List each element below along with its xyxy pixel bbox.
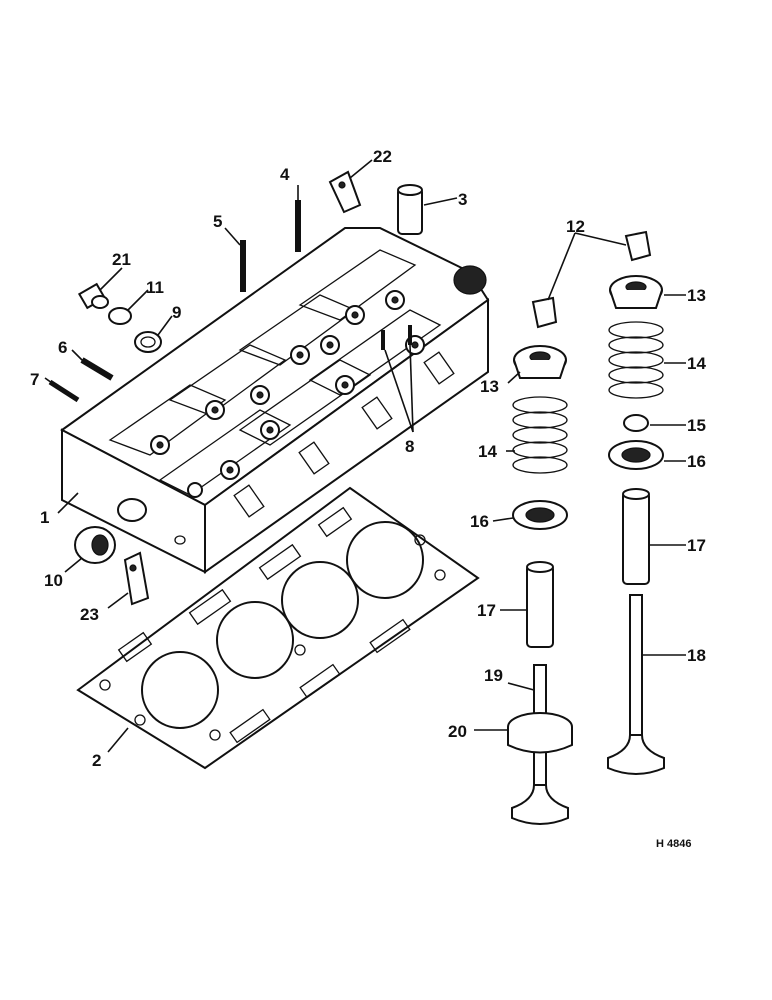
callout-16b: 16 [687,452,706,471]
callout-6: 6 [58,338,67,357]
callout-16a: 16 [470,512,489,531]
callout-8: 8 [405,437,414,456]
callout-2: 2 [92,751,101,770]
callout-7: 7 [30,370,39,389]
callout-14a: 14 [478,442,497,461]
callout-17a: 17 [477,601,496,620]
callout-21: 21 [112,250,131,269]
exhaust-valve-stack [607,230,665,775]
callout-12: 12 [566,217,585,236]
head-gasket [76,486,480,770]
callout-5: 5 [213,212,222,231]
reference-code: H 4846 [656,838,691,850]
callout-15: 15 [687,416,706,435]
cylinder-head [60,227,490,574]
bracket-23 [123,551,150,606]
callout-19: 19 [484,666,503,685]
callout-22: 22 [373,147,392,166]
callout-14b: 14 [687,354,706,373]
ring-11 [108,307,132,325]
callout-13a: 13 [480,377,499,396]
callout-17b: 17 [687,536,706,555]
bracket-22 [328,170,362,214]
callout-13b: 13 [687,286,706,305]
callout-11: 11 [146,278,164,297]
callout-23: 23 [80,605,99,624]
plug-10 [74,526,116,564]
callout-1: 1 [40,508,49,527]
callout-4: 4 [280,165,290,184]
callout-9: 9 [172,303,181,322]
callout-3: 3 [458,190,467,209]
stud-7 [48,379,80,403]
bush-9 [134,331,162,353]
intake-valve-stack [507,296,573,825]
callout-20: 20 [448,722,467,741]
callout-18: 18 [687,646,706,665]
callout-10: 10 [44,571,63,590]
stud-6 [80,357,114,381]
sleeve-3 [397,184,423,235]
leader-lines [44,159,686,753]
plug-21 [77,282,109,310]
